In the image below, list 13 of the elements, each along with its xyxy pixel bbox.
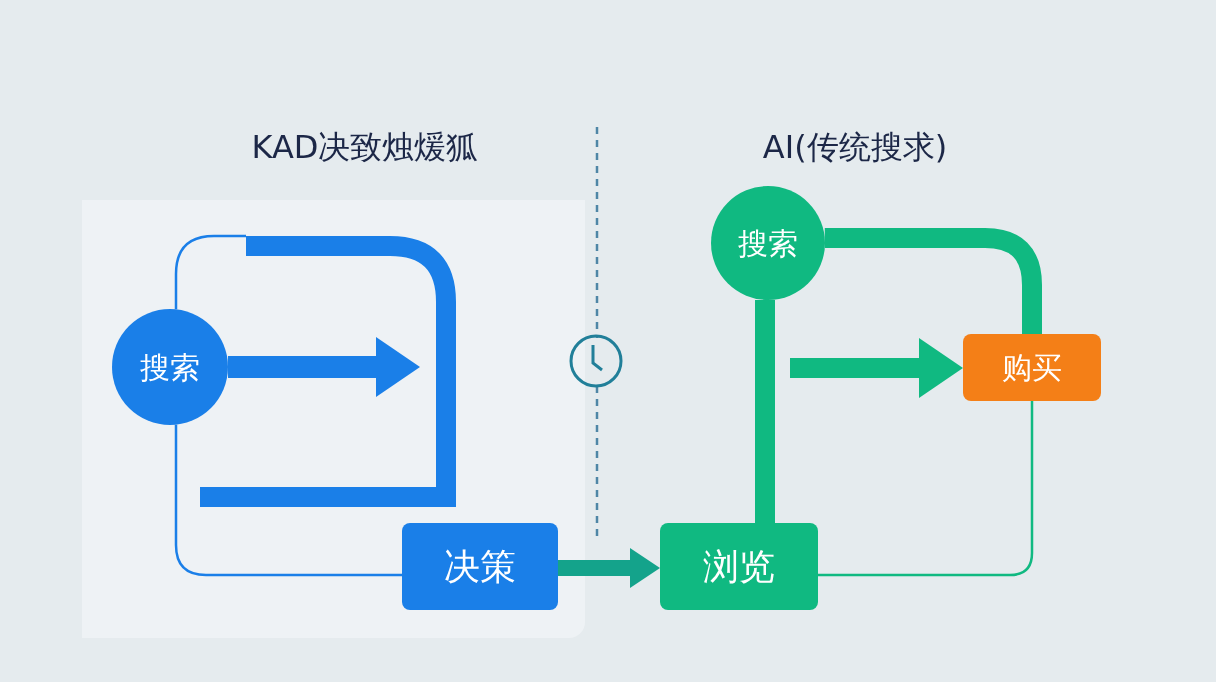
step-box: 浏览 (660, 523, 818, 610)
arrow (228, 337, 420, 397)
section-heading: AI(传统搜求) (761, 127, 949, 168)
connector-line (174, 234, 456, 507)
connector-line (174, 424, 402, 577)
connector-line (755, 299, 775, 523)
section-heading: KAD决致烛煖狐 (250, 127, 480, 168)
arrow (790, 338, 963, 398)
connector-line (818, 401, 1034, 577)
connector-line (824, 228, 1042, 334)
arrow (558, 548, 660, 588)
step-box: 购买 (963, 334, 1101, 401)
step-box: 决策 (402, 523, 558, 610)
